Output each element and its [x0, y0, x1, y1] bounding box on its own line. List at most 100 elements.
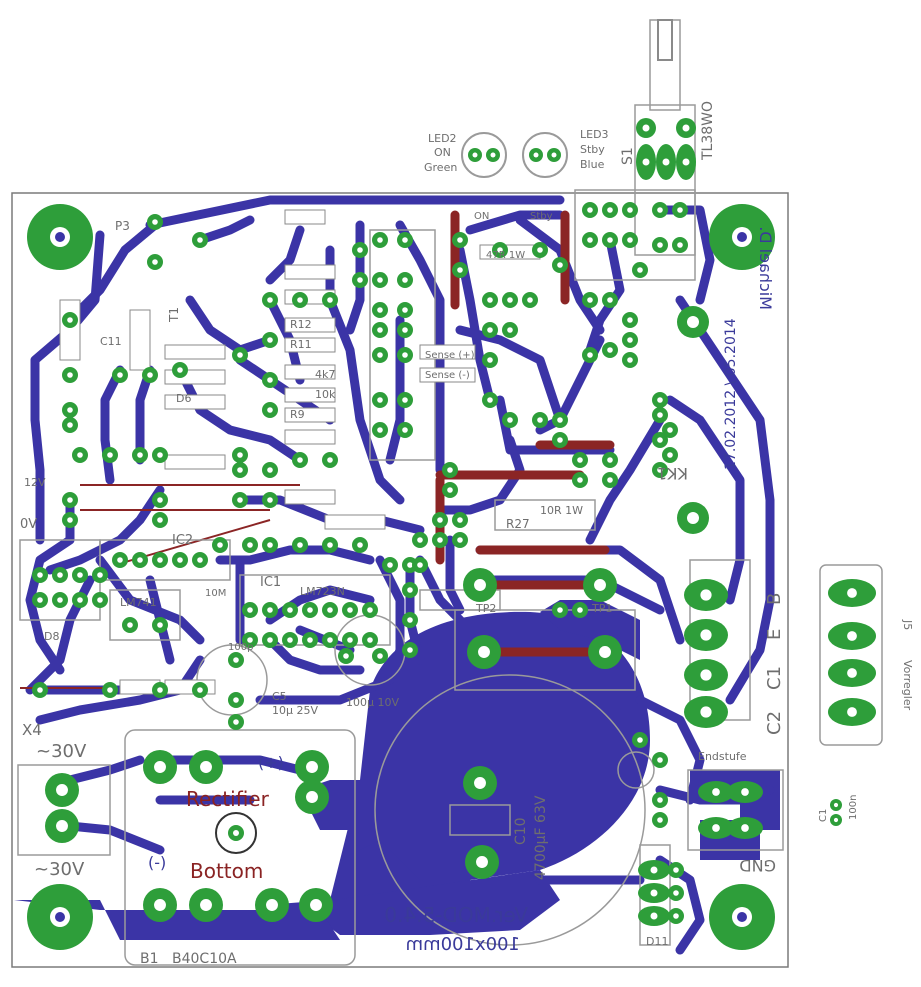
- pad-drill: [402, 327, 408, 333]
- c10-value-label: 4700µF 63V: [533, 795, 549, 880]
- pad-drill: [297, 457, 303, 463]
- pad-drill: [267, 337, 273, 343]
- pad-drill: [67, 517, 73, 523]
- pad-drill: [287, 607, 293, 613]
- pad-drill: [700, 629, 712, 641]
- pad-drill: [627, 337, 633, 343]
- b-mark: B: [764, 593, 785, 605]
- pad-drill: [407, 647, 413, 653]
- pad-drill: [607, 237, 613, 243]
- pad-drill: [642, 124, 650, 132]
- pad-drill: [267, 542, 273, 548]
- pad-drill: [217, 542, 223, 548]
- pad-drill: [507, 417, 513, 423]
- pad-drill: [357, 247, 363, 253]
- pad-drill: [537, 247, 543, 253]
- led2: [461, 132, 507, 178]
- led2-color-label: Green: [424, 161, 457, 174]
- pad-drill: [137, 557, 143, 563]
- pad-drill: [657, 467, 663, 473]
- pad-drill: [343, 653, 349, 659]
- pad-drill: [77, 572, 83, 578]
- pad-drill: [377, 427, 383, 433]
- pad-drill: [297, 542, 303, 548]
- pad-drill: [627, 357, 633, 363]
- r11-label: R11: [290, 338, 312, 351]
- stby-label: Stby: [530, 211, 553, 222]
- board-outline: [11, 192, 789, 968]
- pad-drill: [847, 668, 857, 678]
- pad-drill: [200, 761, 212, 773]
- pad-drill: [327, 297, 333, 303]
- r47-value-label: 47R 1W: [486, 250, 525, 261]
- v30-top-label: ~30V: [36, 741, 87, 762]
- x4-label: X4: [22, 721, 42, 739]
- pad-drill: [402, 237, 408, 243]
- pad-drill: [557, 607, 563, 613]
- pad-drill: [267, 297, 273, 303]
- pad-drill: [157, 452, 163, 458]
- pad-drill: [437, 517, 443, 523]
- pad-drill: [557, 437, 563, 443]
- r10-value-label: 10k: [315, 388, 336, 401]
- endstufe-label: Endstufe: [698, 750, 747, 763]
- pad-drill: [307, 637, 313, 643]
- r27-label: R27: [506, 517, 530, 531]
- pad-drill: [637, 267, 643, 273]
- pad-drill: [607, 347, 613, 353]
- pad-drill: [607, 207, 613, 213]
- pad-drill: [557, 262, 563, 268]
- pad-drill: [673, 890, 679, 896]
- pad-drill: [650, 866, 658, 874]
- pad-drill: [37, 597, 43, 603]
- c5-label: C5: [272, 690, 287, 703]
- pad-drill: [642, 158, 650, 166]
- pad-drill: [627, 237, 633, 243]
- ic2-label: IC2: [172, 533, 193, 548]
- pad-drill: [700, 706, 712, 718]
- pad-drill: [247, 542, 253, 548]
- v0-label: 0V: [20, 517, 37, 532]
- pad-drill: [97, 597, 103, 603]
- pad-drill: [57, 597, 63, 603]
- pad-drill: [56, 784, 68, 796]
- vorregler-label: Vorregler: [901, 660, 914, 711]
- component-bodies: [59, 209, 541, 695]
- pad-drill: [657, 437, 663, 443]
- pad-drill: [587, 352, 593, 358]
- pad-drill: [487, 297, 493, 303]
- author-label: Michael D.: [756, 226, 775, 310]
- date-label: 17.02.2012 \ 05.2014: [723, 318, 739, 470]
- pad-drill: [594, 579, 606, 591]
- on-label: ON: [474, 211, 489, 222]
- pad-drill: [77, 452, 83, 458]
- pad-drill: [157, 622, 163, 628]
- pad-drill: [507, 297, 513, 303]
- pad-drill: [347, 637, 353, 643]
- pad-drill: [327, 607, 333, 613]
- pad-drill: [577, 477, 583, 483]
- pad-drill: [77, 597, 83, 603]
- v30-bottom-label: ~30V: [34, 859, 85, 880]
- pad-drill: [457, 517, 463, 523]
- pad-drill: [367, 607, 373, 613]
- pad-drill: [137, 452, 143, 458]
- lm723n-label: LM723N: [300, 585, 345, 598]
- pad-drill: [197, 557, 203, 563]
- pad-drill: [377, 277, 383, 283]
- pad-drill: [657, 242, 663, 248]
- pad-drill: [347, 607, 353, 613]
- pad-drill: [377, 653, 383, 659]
- c11-label: C11: [100, 335, 122, 348]
- pad-drill: [327, 637, 333, 643]
- pad-drill: [407, 587, 413, 593]
- pad-drill: [487, 327, 493, 333]
- led3-color-label: Blue: [580, 158, 605, 171]
- pad-drill: [741, 824, 749, 832]
- c1-label: C1: [818, 809, 829, 822]
- pad-drill: [587, 297, 593, 303]
- bottom-label: Bottom: [190, 859, 263, 883]
- silkscreen-text: LED2 ON Green LED3 Stby Blue S1 TL38WO J…: [20, 101, 914, 967]
- pad-drill: [177, 367, 183, 373]
